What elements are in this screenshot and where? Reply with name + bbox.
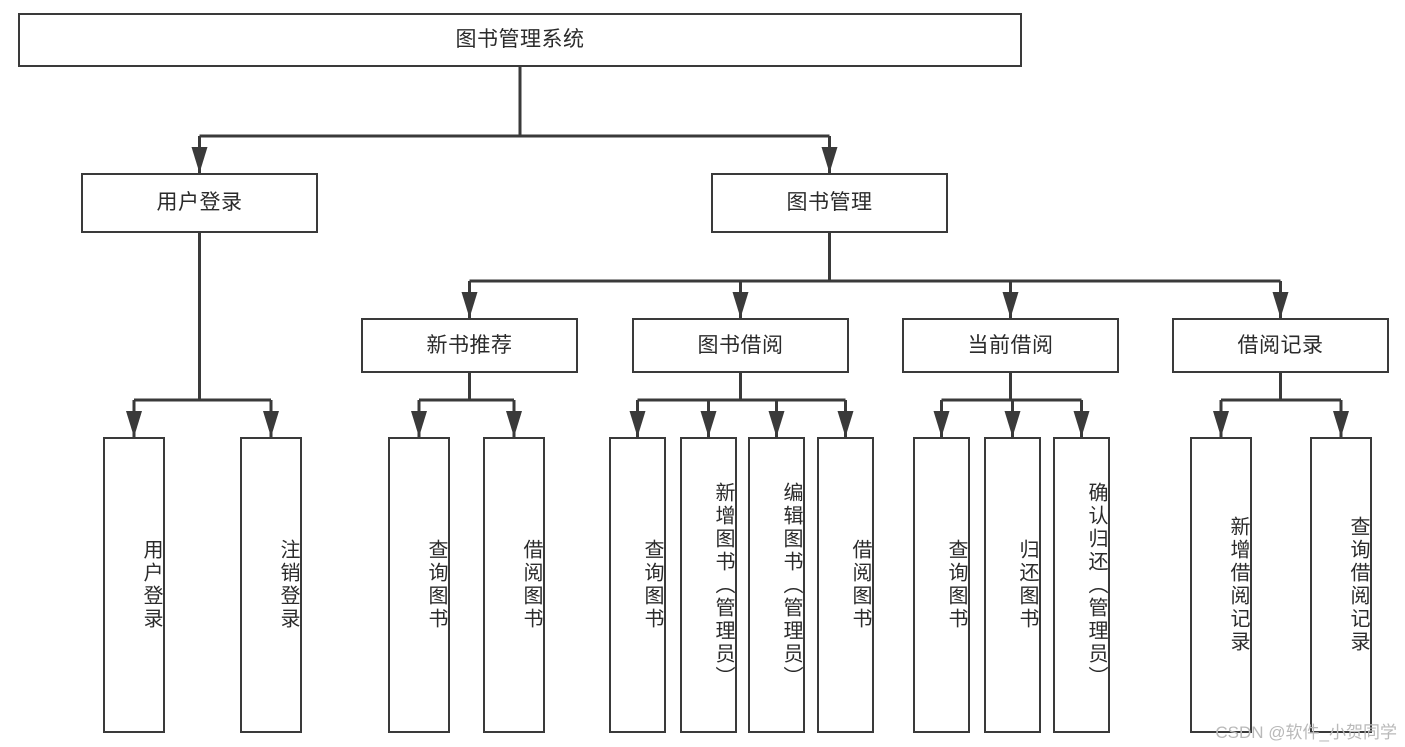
node-label: 归还图书 [1016,539,1038,631]
arrowhead-icon [837,411,854,437]
node-leaf-query-book-3[interactable]: 查询图书 [913,437,970,733]
arrowhead-icon [732,292,749,318]
arrowhead-icon [821,147,838,173]
node-label: 新书推荐 [426,333,513,357]
node-user-login[interactable]: 用户登录 [81,173,318,233]
node-label: 新增图书（管理员） [712,481,734,689]
arrowhead-icon [461,292,478,318]
arrowhead-icon [1002,292,1019,318]
arrowhead-icon [768,411,785,437]
node-leaf-query-record[interactable]: 查询借阅记录 [1310,437,1372,733]
arrowhead-icon [629,411,646,437]
node-leaf-user-login[interactable]: 用户登录 [103,437,165,733]
node-borrow-record[interactable]: 借阅记录 [1172,318,1389,373]
node-label: 查询借阅记录 [1347,516,1369,654]
node-label: 新增借阅记录 [1227,516,1249,654]
node-label: 确认归还（管理员） [1085,481,1107,689]
node-leaf-add-book[interactable]: 新增图书（管理员） [680,437,737,733]
csdn-watermark: CSDN @软件_小贺同学 [1215,723,1397,742]
arrowhead-icon [1333,411,1349,437]
node-label: 借阅图书 [849,539,871,631]
node-label: 用户登录 [156,191,243,215]
node-leaf-edit-book[interactable]: 编辑图书（管理员） [748,437,805,733]
node-leaf-query-book-1[interactable]: 查询图书 [388,437,450,733]
arrowhead-icon [126,411,142,437]
node-label: 当前借阅 [967,333,1054,357]
node-label: 图书管理系统 [455,28,585,52]
node-label: 编辑图书（管理员） [780,481,802,689]
node-current-borrow[interactable]: 当前借阅 [902,318,1119,373]
node-leaf-borrow-book-1[interactable]: 借阅图书 [483,437,545,733]
node-leaf-add-record[interactable]: 新增借阅记录 [1190,437,1252,733]
node-leaf-return-book[interactable]: 归还图书 [984,437,1041,733]
node-label: 图书借阅 [697,333,784,357]
node-label: 查询图书 [945,539,967,631]
arrowhead-icon [1004,411,1021,437]
arrowhead-icon [506,411,522,437]
arrowhead-icon [1213,411,1229,437]
node-label: 借阅图书 [520,539,542,631]
node-leaf-logout[interactable]: 注销登录 [240,437,302,733]
arrowhead-icon [411,411,427,437]
node-leaf-confirm-return[interactable]: 确认归还（管理员） [1053,437,1110,733]
node-label: 查询图书 [641,539,663,631]
node-label: 借阅记录 [1237,333,1324,357]
arrowhead-icon [1272,292,1289,318]
node-leaf-query-book-2[interactable]: 查询图书 [609,437,666,733]
node-leaf-borrow-book-2[interactable]: 借阅图书 [817,437,874,733]
node-label: 注销登录 [277,539,299,631]
arrowhead-icon [1073,411,1090,437]
node-label: 查询图书 [425,539,447,631]
arrowhead-icon [700,411,717,437]
node-new-book-rec[interactable]: 新书推荐 [361,318,578,373]
node-book-manage[interactable]: 图书管理 [711,173,948,233]
node-book-borrow[interactable]: 图书借阅 [632,318,849,373]
arrowhead-icon [263,411,279,437]
node-label: 图书管理 [786,191,873,215]
node-root[interactable]: 图书管理系统 [18,13,1022,67]
arrowhead-icon [933,411,950,437]
node-label: 用户登录 [140,539,162,631]
arrowhead-icon [191,147,208,173]
